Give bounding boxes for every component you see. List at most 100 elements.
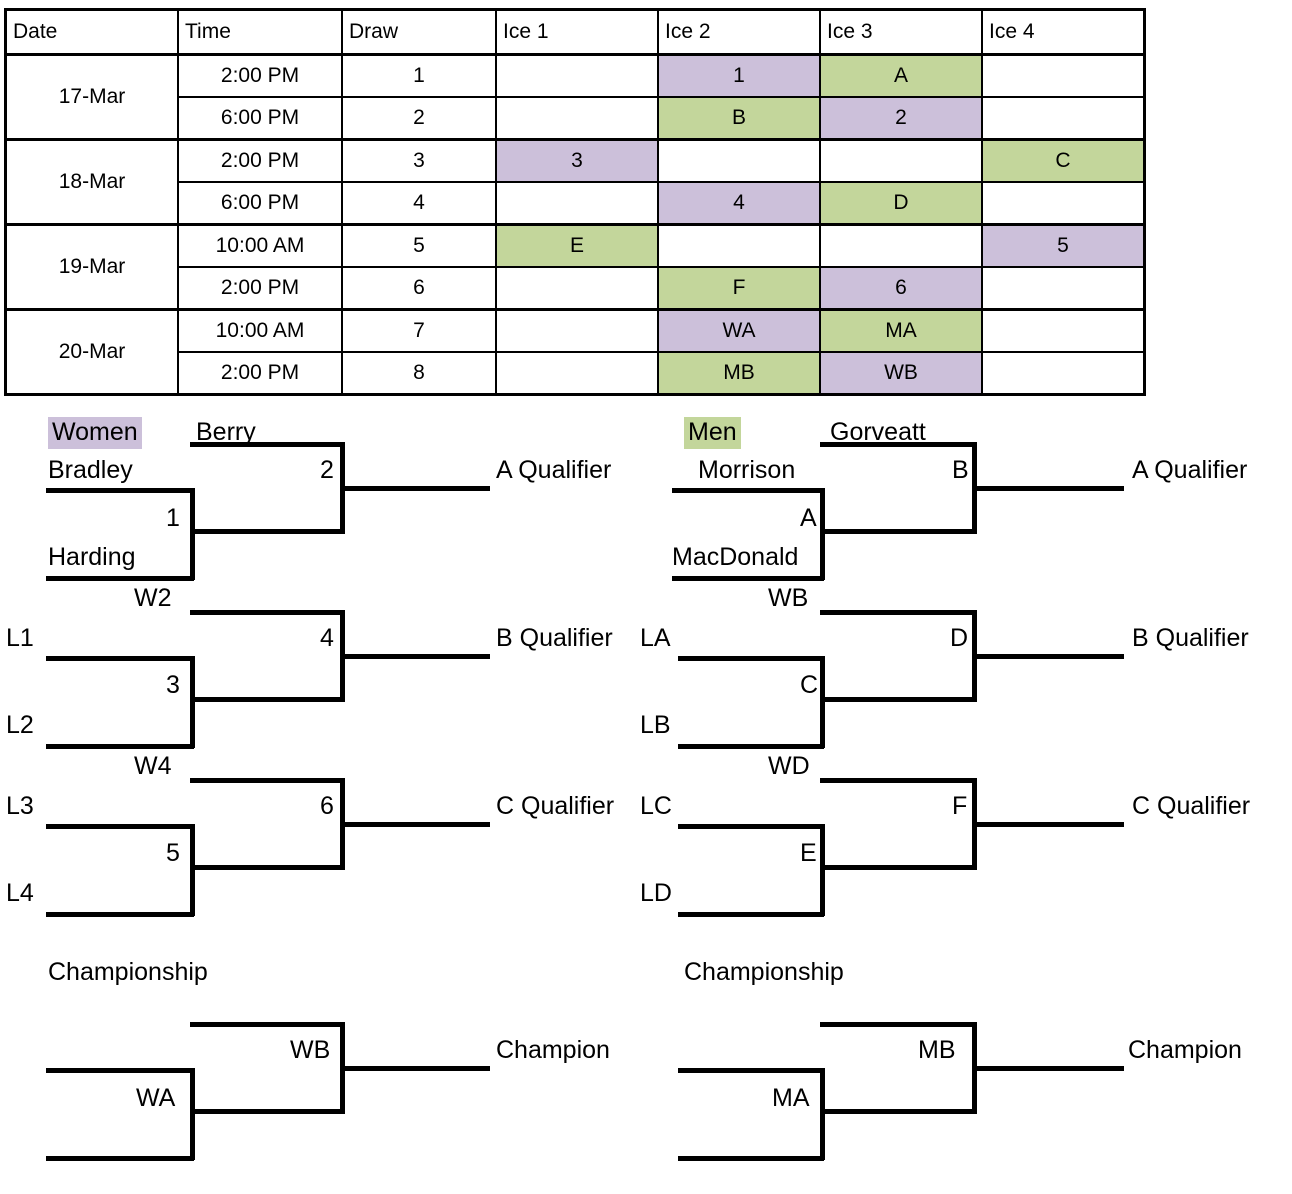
schedule-time-cell: 6:00 PM <box>177 96 343 141</box>
schedule-time-cell: 6:00 PM <box>177 181 343 226</box>
bracket-line <box>340 654 490 659</box>
women-championship-title: Championship <box>48 958 208 986</box>
schedule-ice4-cell <box>981 53 1146 98</box>
schedule-time-cell: 2:00 PM <box>177 138 343 183</box>
schedule-ice4-cell <box>981 351 1146 396</box>
bracket-line <box>678 912 824 917</box>
schedule-ice2-cell: 4 <box>657 181 821 226</box>
schedule-ice3-cell: WB <box>819 351 983 396</box>
bracket-line <box>820 656 825 748</box>
bracket-line <box>820 778 976 783</box>
bracket-line <box>972 654 1124 659</box>
men-a-game-inner: A <box>800 504 817 532</box>
bracket-line <box>820 488 825 580</box>
bracket-line <box>190 1068 195 1160</box>
bracket-line <box>190 610 344 615</box>
schedule-ice3-cell: MA <box>819 308 983 353</box>
bracket-line <box>190 442 344 447</box>
schedule-ice4-cell: 5 <box>981 223 1146 268</box>
bracket-line <box>820 1022 976 1027</box>
bracket-line <box>820 1109 976 1114</box>
schedule-time-cell: 2:00 PM <box>177 53 343 98</box>
bracket-line <box>46 744 194 749</box>
men-b-entry-lower: LB <box>640 711 671 739</box>
schedule-ice2-cell <box>657 223 821 268</box>
schedule-date-cell: 18-Mar <box>4 138 179 226</box>
schedule-ice4-cell <box>981 308 1146 353</box>
men-championship-game-outer: MB <box>918 1036 956 1064</box>
schedule-ice2-cell: B <box>657 96 821 141</box>
women-championship-result: Champion <box>496 1036 610 1064</box>
schedule-table: Date Time Draw Ice 1 Ice 2 Ice 3 Ice 4 1… <box>4 8 1146 396</box>
men-c-game-outer: F <box>952 792 968 820</box>
bracket-line <box>46 1068 194 1073</box>
bracket-line <box>46 824 194 829</box>
schedule-header-row: Date Time Draw Ice 1 Ice 2 Ice 3 Ice 4 <box>4 8 1146 56</box>
bracket-line <box>190 1109 344 1114</box>
women-a-qualifier: A Qualifier <box>496 456 612 484</box>
women-a-seed-lower: Harding <box>48 543 136 571</box>
men-b-feed-top: WB <box>768 584 809 612</box>
schedule-ice2-cell: 1 <box>657 53 821 98</box>
schedule-ice1-cell <box>495 351 659 396</box>
schedule-ice2-cell: F <box>657 266 821 311</box>
women-c-feed-top: W4 <box>134 752 172 780</box>
bracket-line <box>340 1066 490 1071</box>
men-b-game-inner: C <box>800 671 819 699</box>
men-b-qualifier: B Qualifier <box>1132 624 1249 652</box>
men-a-seed-top: Gorveatt <box>830 418 926 446</box>
bracket-line <box>820 865 976 870</box>
women-c-game-inner: 5 <box>166 839 180 867</box>
women-a-seed-upper: Bradley <box>48 456 133 484</box>
schedule-time-cell: 10:00 AM <box>177 223 343 268</box>
women-a-game-outer: 2 <box>320 456 334 484</box>
schedule-draw-cell: 1 <box>341 53 497 98</box>
schedule-draw-cell: 3 <box>341 138 497 183</box>
schedule-ice1-cell <box>495 96 659 141</box>
bracket-line <box>190 656 195 748</box>
women-c-entry-upper: L3 <box>6 792 34 820</box>
bracket-line <box>678 1068 824 1073</box>
men-championship-game-inner: MA <box>772 1084 810 1112</box>
schedule-time-cell: 2:00 PM <box>177 351 343 396</box>
schedule-draw-cell: 5 <box>341 223 497 268</box>
schedule-date-cell: 19-Mar <box>4 223 179 311</box>
bracket-line <box>190 824 195 916</box>
schedule-ice4-cell: C <box>981 138 1146 183</box>
column-header-time: Time <box>177 8 343 56</box>
schedule-ice1-cell: E <box>495 223 659 268</box>
women-a-game-inner: 1 <box>166 504 180 532</box>
bracket-line <box>190 488 195 580</box>
men-title: Men <box>684 417 741 449</box>
schedule-ice4-cell <box>981 266 1146 311</box>
column-header-draw: Draw <box>341 8 497 56</box>
schedule-ice3-cell <box>819 138 983 183</box>
men-b-game-outer: D <box>950 624 969 652</box>
bracket-line <box>678 656 824 661</box>
women-championship-game-outer: WB <box>290 1036 331 1064</box>
women-b-game-outer: 4 <box>320 624 334 652</box>
men-a-qualifier: A Qualifier <box>1132 456 1248 484</box>
column-header-ice-2: Ice 2 <box>657 8 821 56</box>
men-championship-result: Champion <box>1128 1036 1242 1064</box>
men-a-seed-upper: Morrison <box>698 456 796 484</box>
bracket-line <box>190 778 344 783</box>
bracket-line <box>190 529 344 534</box>
schedule-draw-cell: 2 <box>341 96 497 141</box>
bracket-line <box>672 488 824 493</box>
women-championship-game-inner: WA <box>136 1084 176 1112</box>
bracket-line <box>340 486 490 491</box>
bracket-line <box>972 486 1124 491</box>
men-a-game-outer: B <box>952 456 969 484</box>
women-b-entry-upper: L1 <box>6 624 34 652</box>
schedule-draw-cell: 6 <box>341 266 497 311</box>
bracket-line <box>46 488 194 493</box>
bracket-line <box>190 865 344 870</box>
schedule-time-cell: 2:00 PM <box>177 266 343 311</box>
